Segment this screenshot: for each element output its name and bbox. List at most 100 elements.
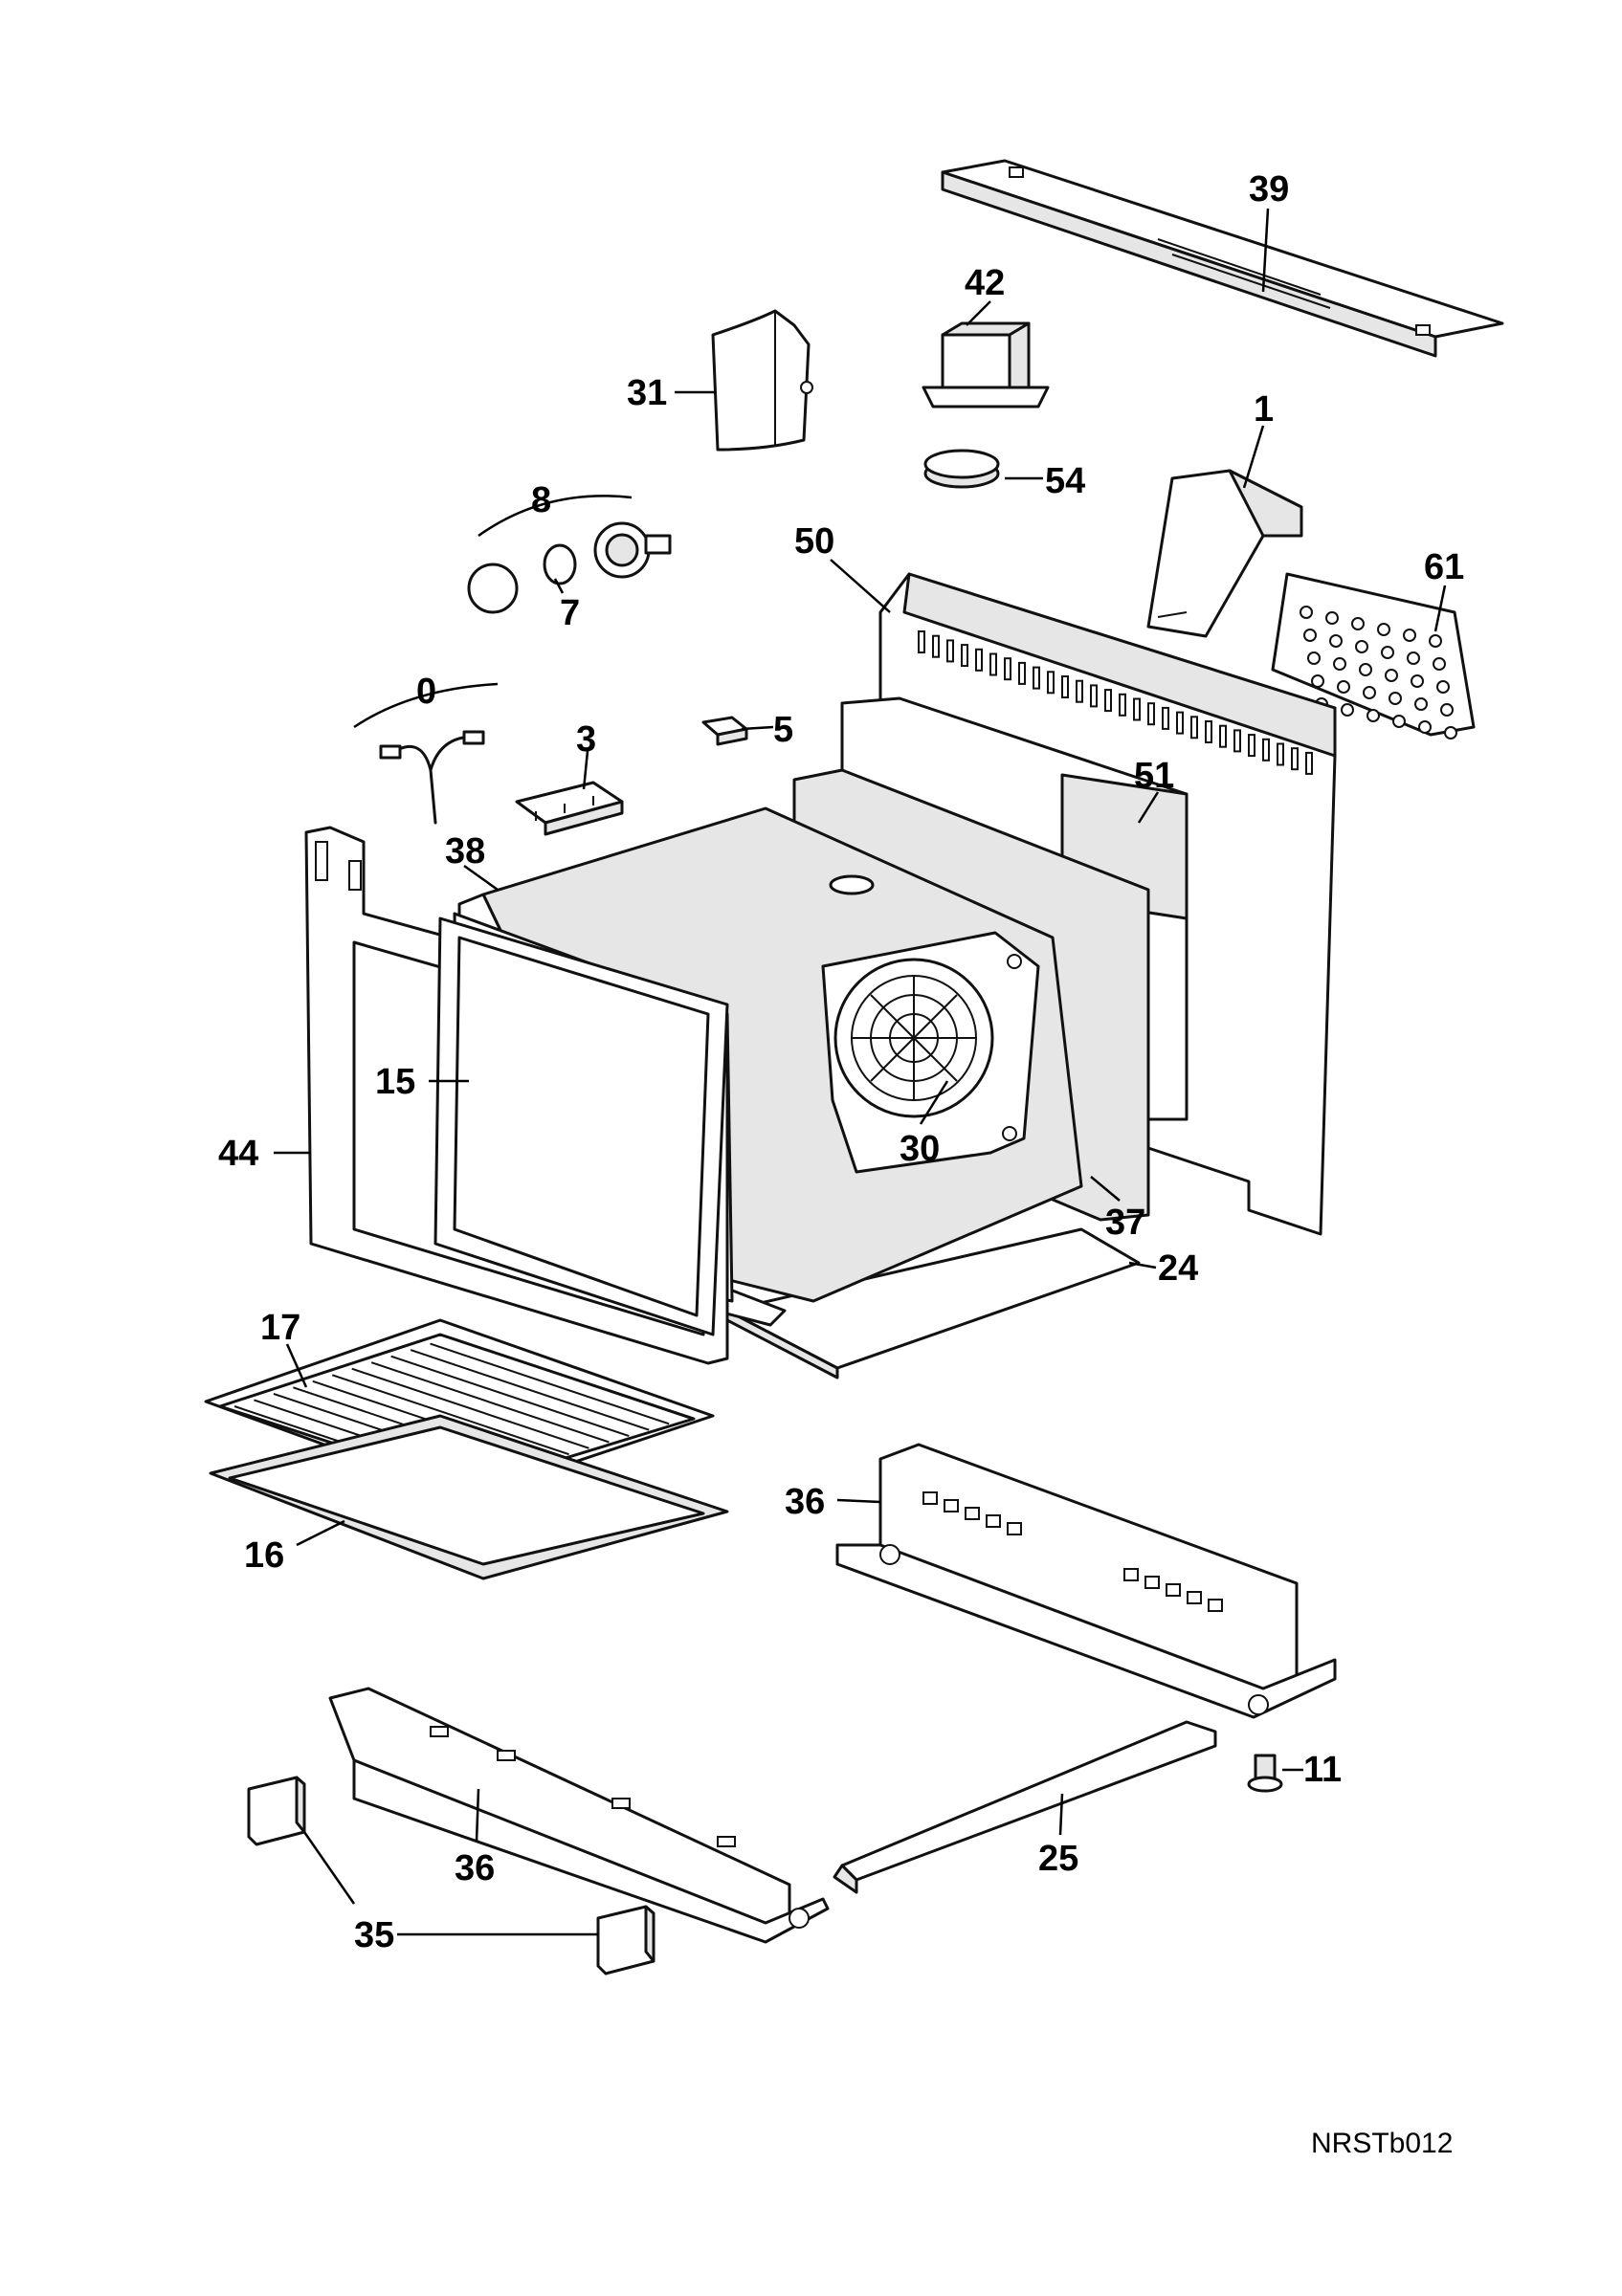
vent-slot xyxy=(1190,716,1198,740)
part-42-transformer xyxy=(922,321,1050,408)
perforation-hole xyxy=(1311,674,1324,688)
label-42: 42 xyxy=(965,263,1005,303)
perforation-hole xyxy=(1307,651,1321,665)
vent-slot xyxy=(1147,702,1155,726)
perforation-hole xyxy=(1355,640,1368,653)
part-30-fan xyxy=(821,931,1040,1174)
rail-slot xyxy=(1123,1568,1139,1581)
rail-slot xyxy=(986,1514,1001,1528)
vent-slot xyxy=(975,648,983,672)
label-3: 3 xyxy=(576,719,596,760)
rack-wire xyxy=(430,1342,670,1425)
label-36-lower: 36 xyxy=(455,1848,495,1888)
label-51: 51 xyxy=(1134,756,1174,796)
label-39: 39 xyxy=(1249,169,1289,210)
vent-slot xyxy=(1061,675,1069,698)
vent-slot xyxy=(1262,738,1270,762)
label-7: 7 xyxy=(560,593,580,633)
part-3-terminal-block xyxy=(515,781,624,836)
label-30: 30 xyxy=(900,1129,940,1169)
perforation-hole xyxy=(1303,629,1317,642)
label-37: 37 xyxy=(1105,1203,1145,1243)
vent-slot xyxy=(1004,657,1011,681)
vent-slot xyxy=(932,634,940,658)
perforation-hole xyxy=(1411,674,1424,688)
part-16-tray xyxy=(209,1414,729,1580)
perforation-hole xyxy=(1403,629,1416,642)
part-54-ring xyxy=(923,449,1000,489)
label-16: 16 xyxy=(244,1535,284,1576)
rail-slot xyxy=(1166,1583,1181,1597)
label-35: 35 xyxy=(354,1915,394,1955)
part-35-end-caps xyxy=(247,1776,655,1976)
part-number-labels: 39 42 31 1 54 8 7 50 61 0 5 3 51 38 15 4… xyxy=(218,169,1464,2159)
vent-slot xyxy=(1277,742,1284,766)
leader-lines xyxy=(274,208,1447,1936)
vent-slot xyxy=(1248,734,1255,758)
vent-slot xyxy=(1033,666,1040,690)
rack-wire xyxy=(351,1367,589,1449)
rail-slot xyxy=(1187,1591,1202,1604)
perforation-hole xyxy=(1351,617,1365,630)
vent-slot xyxy=(1104,689,1112,713)
vent-slot xyxy=(946,639,954,663)
vent-slot xyxy=(1047,671,1055,695)
label-61: 61 xyxy=(1424,547,1464,587)
perforation-hole xyxy=(1325,611,1339,625)
part-11-screw xyxy=(1247,1754,1283,1793)
label-38: 38 xyxy=(445,831,485,872)
vent-slot xyxy=(1233,729,1241,753)
label-36-upper: 36 xyxy=(785,1482,825,1522)
label-24: 24 xyxy=(1158,1248,1198,1289)
rack-wire xyxy=(390,1355,630,1438)
rail-slot xyxy=(922,1491,938,1505)
part-15-door-seal xyxy=(433,916,729,1336)
perforation-hole xyxy=(1385,669,1398,682)
vent-slot xyxy=(1119,693,1126,717)
perforation-hole xyxy=(1392,715,1406,728)
vent-slot xyxy=(1090,684,1098,708)
vent-slot xyxy=(989,652,997,676)
perforation-hole xyxy=(1418,720,1432,734)
label-17: 17 xyxy=(260,1308,300,1348)
label-15: 15 xyxy=(375,1062,415,1102)
perforation-hole xyxy=(1440,703,1454,717)
label-1: 1 xyxy=(1254,389,1274,430)
perforation-hole xyxy=(1444,726,1457,740)
part-36-lower-rail xyxy=(328,1687,830,1944)
perforation-hole xyxy=(1436,680,1450,694)
rail-slot xyxy=(1208,1599,1223,1612)
part-25-strip xyxy=(833,1720,1217,1894)
label-11: 11 xyxy=(1303,1750,1342,1790)
rail-slot xyxy=(944,1499,959,1512)
part-5-switch xyxy=(701,716,748,746)
part-61-perforated-panel xyxy=(1271,572,1476,740)
label-54: 54 xyxy=(1045,461,1085,501)
vent-slot xyxy=(1176,711,1184,735)
perforation-hole xyxy=(1414,697,1428,711)
part-1-bracket xyxy=(1146,469,1303,638)
perforation-hole xyxy=(1329,634,1343,648)
perforation-hole xyxy=(1333,657,1346,671)
vent-slot xyxy=(1205,720,1212,743)
part-31-curved-cover xyxy=(711,309,813,452)
perforation-hole xyxy=(1300,606,1313,619)
part-8-lamp-assembly xyxy=(467,495,672,614)
vent-slot xyxy=(1018,661,1026,685)
perforation-hole xyxy=(1341,703,1354,717)
perforation-hole xyxy=(1381,646,1394,659)
label-50: 50 xyxy=(794,521,834,562)
perforation-hole xyxy=(1429,634,1442,648)
perforation-hole xyxy=(1366,709,1380,722)
rail-slot xyxy=(1144,1576,1160,1589)
label-5: 5 xyxy=(773,710,793,750)
part-36-upper-rail xyxy=(835,1443,1337,1719)
rack-wire xyxy=(410,1349,650,1431)
label-31: 31 xyxy=(627,373,667,413)
rail-slot xyxy=(1007,1522,1022,1535)
drawing-code: NRSTb012 xyxy=(1311,2128,1453,2159)
rail-slot xyxy=(965,1507,980,1520)
part-0-wiring xyxy=(353,682,499,825)
label-0: 0 xyxy=(416,672,436,712)
